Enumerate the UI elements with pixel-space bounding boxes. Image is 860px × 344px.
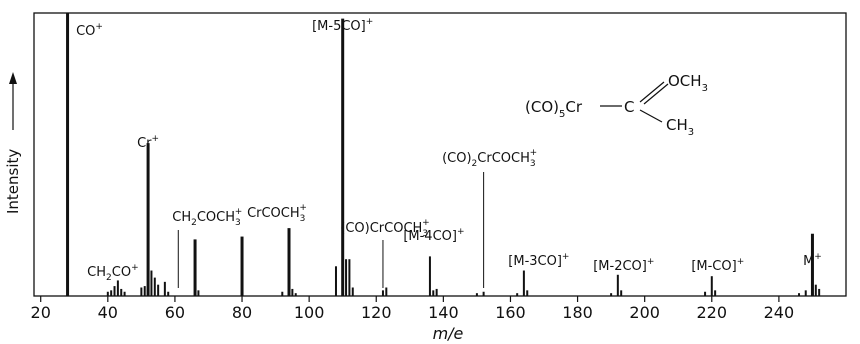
bond-c-o-upper [639,81,665,103]
x-tick-label: 80 [232,303,252,322]
x-tick-label: 40 [98,303,118,322]
x-tick-label: 180 [562,303,593,322]
y-axis-title-group: Intensity [4,72,22,214]
structure-carbon: C [624,98,634,116]
ion-label-co2crcoch3: (CO)2CrCOCH3+ [442,148,537,169]
y-axis-title: Intensity [4,149,22,214]
ion-label-cr: Cr+ [137,134,159,151]
ion-label-m: M+ [803,252,822,269]
ion-label-mco: [M-CO]+ [691,257,744,274]
x-tick-label: 240 [764,303,795,322]
x-tick-label: 200 [629,303,660,322]
ion-labels: CO+ CH2CO+ Cr+ CH2COCH3+CrCOCH3+ [M-5CO]+ (CO… [76,17,822,288]
plot-frame [33,12,847,297]
ion-label-co: CO+ [76,22,103,39]
structure-left-group: (CO)5Cr [525,98,583,120]
x-tick-label: 20 [31,303,51,322]
x-tick-label: 140 [428,303,459,322]
spectrum-bars [66,13,821,296]
y-axis-arrow-head [9,72,17,84]
structure-lower-group: CH3 [666,116,694,138]
ion-label-m5co: [M-5CO]+ [312,17,373,34]
ion-label-m3co: [M-3CO]+ [508,252,569,269]
ion-label-ch2coch3: CH2COCH3+ [172,207,242,228]
bond-c-o-upper-2 [643,83,669,105]
ion-label-m4co: [M-4CO]+ [403,227,464,244]
bond-c-ch3-lower [639,109,663,123]
ion-label-crcoch3: CrCOCH3+ [247,203,307,224]
x-tick-label: 60 [165,303,185,322]
ion-label-m2co: [M-2CO]+ [593,257,654,274]
ion-label-cocrcoch3: (CO)CrCOCH3+ [340,218,429,239]
x-tick-label: 100 [294,303,325,322]
x-axis-title: m/e [433,324,464,343]
x-tick-label: 120 [361,303,392,322]
chemical-structure: (CO)5Cr C OCH3 CH3 [525,72,708,138]
ion-label-ch2co: CH2CO+ [87,263,138,283]
plot-border [33,12,847,297]
x-tick-label: 160 [495,303,526,322]
x-tick-label: 220 [697,303,728,322]
structure-upper-group: OCH3 [668,72,708,94]
x-axis-ticks: 20 40 60 80 100 120 140 160 180 200 220 240 [31,296,795,322]
